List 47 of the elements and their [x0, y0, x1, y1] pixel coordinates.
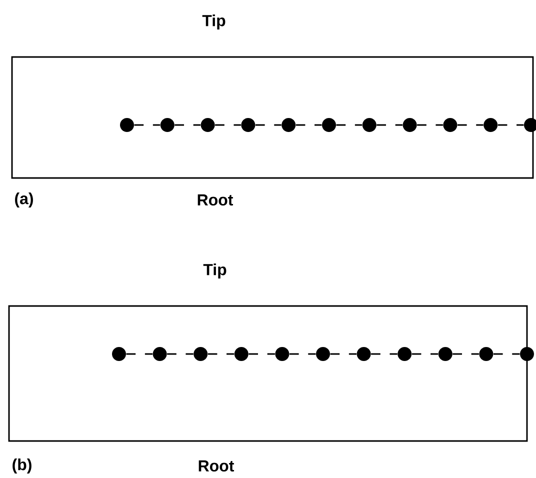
dot — [398, 347, 412, 361]
root-label: Root — [198, 194, 234, 206]
dashed-line — [493, 353, 520, 355]
dot — [362, 118, 376, 132]
dot — [275, 347, 290, 361]
dashed-line — [336, 124, 362, 126]
dot — [443, 118, 458, 132]
dashed-line — [134, 124, 160, 126]
dot — [241, 118, 256, 132]
dashed-line — [498, 124, 524, 126]
dashed-line — [376, 124, 403, 126]
dashed-line — [248, 353, 275, 355]
root-label: Root — [198, 460, 234, 472]
panel-label: (b) — [12, 458, 32, 474]
dot — [194, 347, 208, 361]
dot — [479, 347, 494, 361]
dashed-line — [452, 353, 479, 355]
dot — [112, 347, 126, 361]
dashed-line — [371, 353, 398, 355]
dot — [120, 118, 134, 132]
dashed-line — [255, 124, 282, 126]
dot — [520, 347, 534, 361]
dashed-line — [174, 124, 201, 126]
dashed-line — [289, 353, 316, 355]
dot — [160, 118, 174, 132]
dashed-line — [412, 353, 438, 355]
tip-label: Tip — [203, 264, 226, 278]
dot — [282, 118, 296, 132]
dot — [200, 118, 215, 132]
dashed-line — [296, 124, 322, 126]
dashed-line — [167, 353, 194, 355]
dashed-line — [126, 353, 153, 355]
dashed-line — [215, 124, 241, 126]
dashed-line — [457, 124, 484, 126]
dot — [316, 347, 330, 361]
dashed-line — [330, 353, 357, 355]
dot — [402, 118, 417, 132]
dashed-line — [208, 353, 234, 355]
dot — [152, 347, 167, 361]
dot — [484, 118, 498, 132]
panel-label: (a) — [15, 192, 33, 208]
dot — [322, 118, 336, 132]
dashed-line — [417, 124, 443, 126]
tip-label: Tip — [202, 14, 226, 30]
dot — [234, 347, 248, 361]
dot — [438, 347, 452, 361]
dot — [356, 347, 371, 361]
